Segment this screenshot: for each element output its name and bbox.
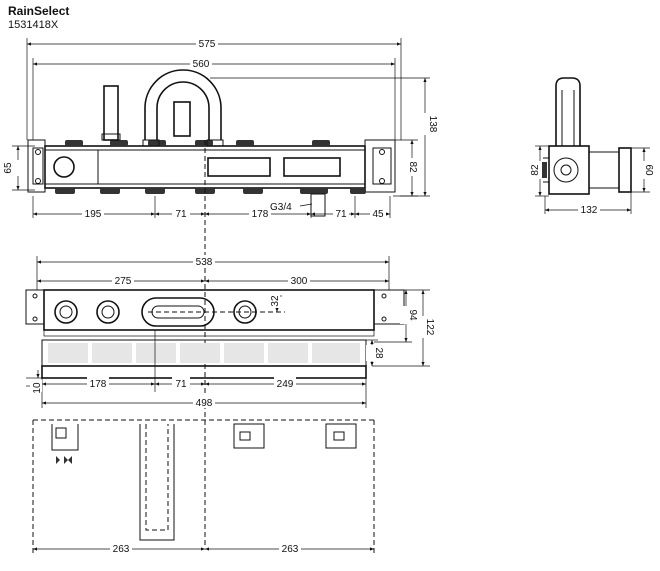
dim-10: 10 bbox=[32, 382, 43, 394]
dim-263-right: 263 bbox=[282, 544, 299, 555]
dim-82-side: 82 bbox=[530, 164, 541, 176]
product-name: RainSelect bbox=[8, 4, 70, 18]
port-2 bbox=[96, 300, 120, 324]
cutout-spout bbox=[139, 424, 175, 541]
dim-498: 498 bbox=[196, 398, 213, 409]
side-handle bbox=[555, 77, 581, 146]
u-handle bbox=[144, 69, 222, 140]
dim-538: 538 bbox=[196, 257, 213, 268]
top-view: 538 275 300 32 bbox=[25, 255, 435, 409]
bracket-left bbox=[27, 139, 46, 193]
dim-94: 94 bbox=[407, 309, 418, 321]
dim-560: 560 bbox=[193, 59, 210, 70]
bottom-connectors bbox=[55, 188, 366, 194]
g34-outlet bbox=[310, 193, 326, 217]
dim-300: 300 bbox=[291, 276, 308, 287]
dim-195: 195 bbox=[85, 209, 102, 220]
dim-178-top: 178 bbox=[90, 379, 107, 390]
product-code: 1531418X bbox=[8, 19, 59, 31]
dim-28: 28 bbox=[373, 347, 384, 359]
dim-71-top: 71 bbox=[175, 379, 187, 390]
knob bbox=[53, 156, 75, 178]
dim-122: 122 bbox=[424, 319, 435, 336]
side-body bbox=[548, 145, 590, 195]
top-connectors bbox=[65, 140, 330, 146]
spout-pipe bbox=[103, 85, 119, 141]
dim-575: 575 bbox=[199, 39, 216, 50]
dim-275: 275 bbox=[115, 276, 132, 287]
thread-label-g34: G3/4 bbox=[270, 202, 292, 213]
top-body bbox=[43, 289, 375, 331]
dim-71-front-b: 71 bbox=[335, 209, 347, 220]
dim-138: 138 bbox=[427, 116, 438, 133]
dim-82-front: 82 bbox=[407, 161, 418, 173]
front-view: 575 560 138 65 82 bbox=[3, 37, 438, 545]
dim-263-left: 263 bbox=[113, 544, 130, 555]
dim-65: 65 bbox=[3, 162, 14, 174]
dim-32: 32 bbox=[270, 295, 281, 307]
bracket-right bbox=[364, 139, 396, 193]
port-1 bbox=[54, 300, 78, 324]
dim-178-front: 178 bbox=[252, 209, 269, 220]
dim-249: 249 bbox=[277, 379, 294, 390]
dim-71-front-a: 71 bbox=[175, 209, 187, 220]
bottom-view: 263 263 bbox=[32, 419, 375, 555]
side-view: 82 60 132 bbox=[530, 77, 654, 216]
dim-132: 132 bbox=[581, 205, 598, 216]
dim-60: 60 bbox=[643, 164, 654, 176]
dim-45: 45 bbox=[372, 209, 384, 220]
